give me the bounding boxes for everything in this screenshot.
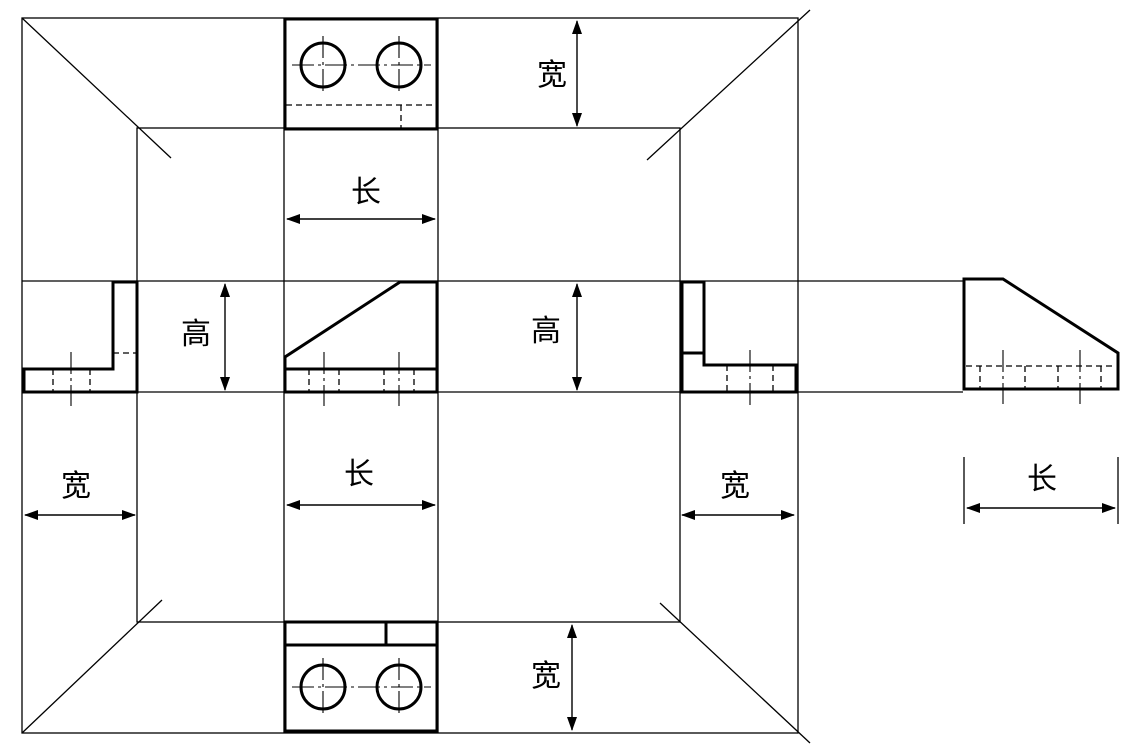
- height-label: 高: [181, 317, 211, 352]
- projection-box-frame: [21, 9, 963, 744]
- height-label: 高: [531, 314, 561, 349]
- dimension-arrows: [24, 20, 1119, 731]
- left-side-view: [22, 280, 139, 406]
- top-view: [283, 17, 439, 131]
- bottom-view: [283, 620, 439, 733]
- right-side-view: [680, 280, 798, 406]
- width-label: 宽: [61, 469, 91, 504]
- length-label: 长: [1027, 462, 1057, 497]
- front-view: [283, 280, 439, 406]
- width-label: 宽: [531, 659, 561, 694]
- width-label: 宽: [537, 58, 567, 93]
- width-label: 宽: [720, 469, 750, 504]
- length-label: 长: [351, 175, 381, 210]
- length-label: 长: [344, 457, 374, 492]
- dimension-labels: 宽 长 高 高 宽 长 宽 长 宽: [61, 58, 1057, 694]
- rear-view: [962, 277, 1120, 404]
